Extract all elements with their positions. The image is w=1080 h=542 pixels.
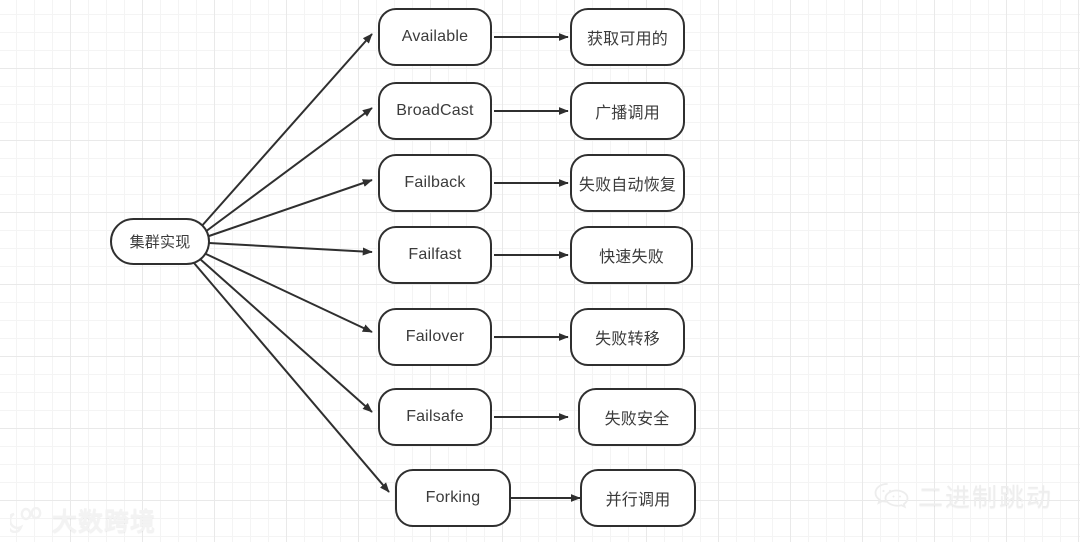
watermark-right: 二进制跳动 — [874, 478, 1053, 514]
node-meaning-failfast[interactable]: 快速失败 — [570, 226, 693, 284]
node-label: 失败安全 — [604, 411, 670, 428]
node-strategy-failback[interactable]: Failback — [378, 154, 492, 212]
node-strategy-failover[interactable]: Failover — [378, 308, 492, 366]
node-strategy-broadcast[interactable]: BroadCast — [378, 82, 492, 140]
node-meaning-available[interactable]: 获取可用的 — [570, 8, 685, 66]
node-label: Failsafe — [406, 408, 464, 425]
edge-root-to-forking — [193, 262, 390, 493]
edge-root-to-failsafe — [199, 258, 373, 413]
watermark-left: 大数跨境 — [10, 502, 156, 538]
node-meaning-forking[interactable]: 并行调用 — [580, 469, 696, 527]
node-label: Failfast — [408, 246, 462, 263]
node-label: Available — [401, 28, 469, 45]
node-meaning-failover[interactable]: 失败转移 — [570, 308, 685, 366]
node-label: 失败转移 — [595, 331, 660, 348]
node-strategy-available[interactable]: Available — [378, 8, 492, 66]
node-label: Failback — [404, 174, 466, 191]
node-label: Failover — [405, 328, 465, 345]
node-label: BroadCast — [396, 102, 474, 119]
node-meaning-failback[interactable]: 失败自动恢复 — [570, 154, 685, 212]
node-label: 获取可用的 — [586, 31, 668, 48]
node-label: 并行调用 — [605, 492, 671, 509]
edge-root-to-failback — [208, 179, 373, 237]
edge-root-to-available — [199, 33, 373, 229]
node-label: 失败自动恢复 — [578, 177, 677, 194]
node-strategy-forking[interactable]: Forking — [395, 469, 511, 527]
node-strategy-failfast[interactable]: Failfast — [378, 226, 492, 284]
watermark-left-text: 大数跨境 — [52, 508, 157, 536]
node-root-label: 集群实现 — [129, 234, 191, 251]
watermark-right-text: 二进制跳动 — [918, 484, 1054, 512]
paw-logo-icon — [10, 507, 42, 533]
node-strategy-failsafe[interactable]: Failsafe — [378, 388, 492, 446]
node-root[interactable]: 集群实现 — [110, 218, 210, 265]
node-meaning-failsafe[interactable]: 失败安全 — [578, 388, 696, 446]
node-label: 广播调用 — [595, 105, 660, 122]
wechat-icon — [874, 483, 909, 509]
node-meaning-broadcast[interactable]: 广播调用 — [570, 82, 685, 140]
node-label: 快速失败 — [599, 249, 664, 266]
edge-root-to-broadcast — [204, 107, 373, 233]
edge-root-to-failfast — [208, 242, 373, 256]
node-label: Forking — [425, 489, 481, 506]
edge-root-to-failover — [205, 253, 373, 333]
